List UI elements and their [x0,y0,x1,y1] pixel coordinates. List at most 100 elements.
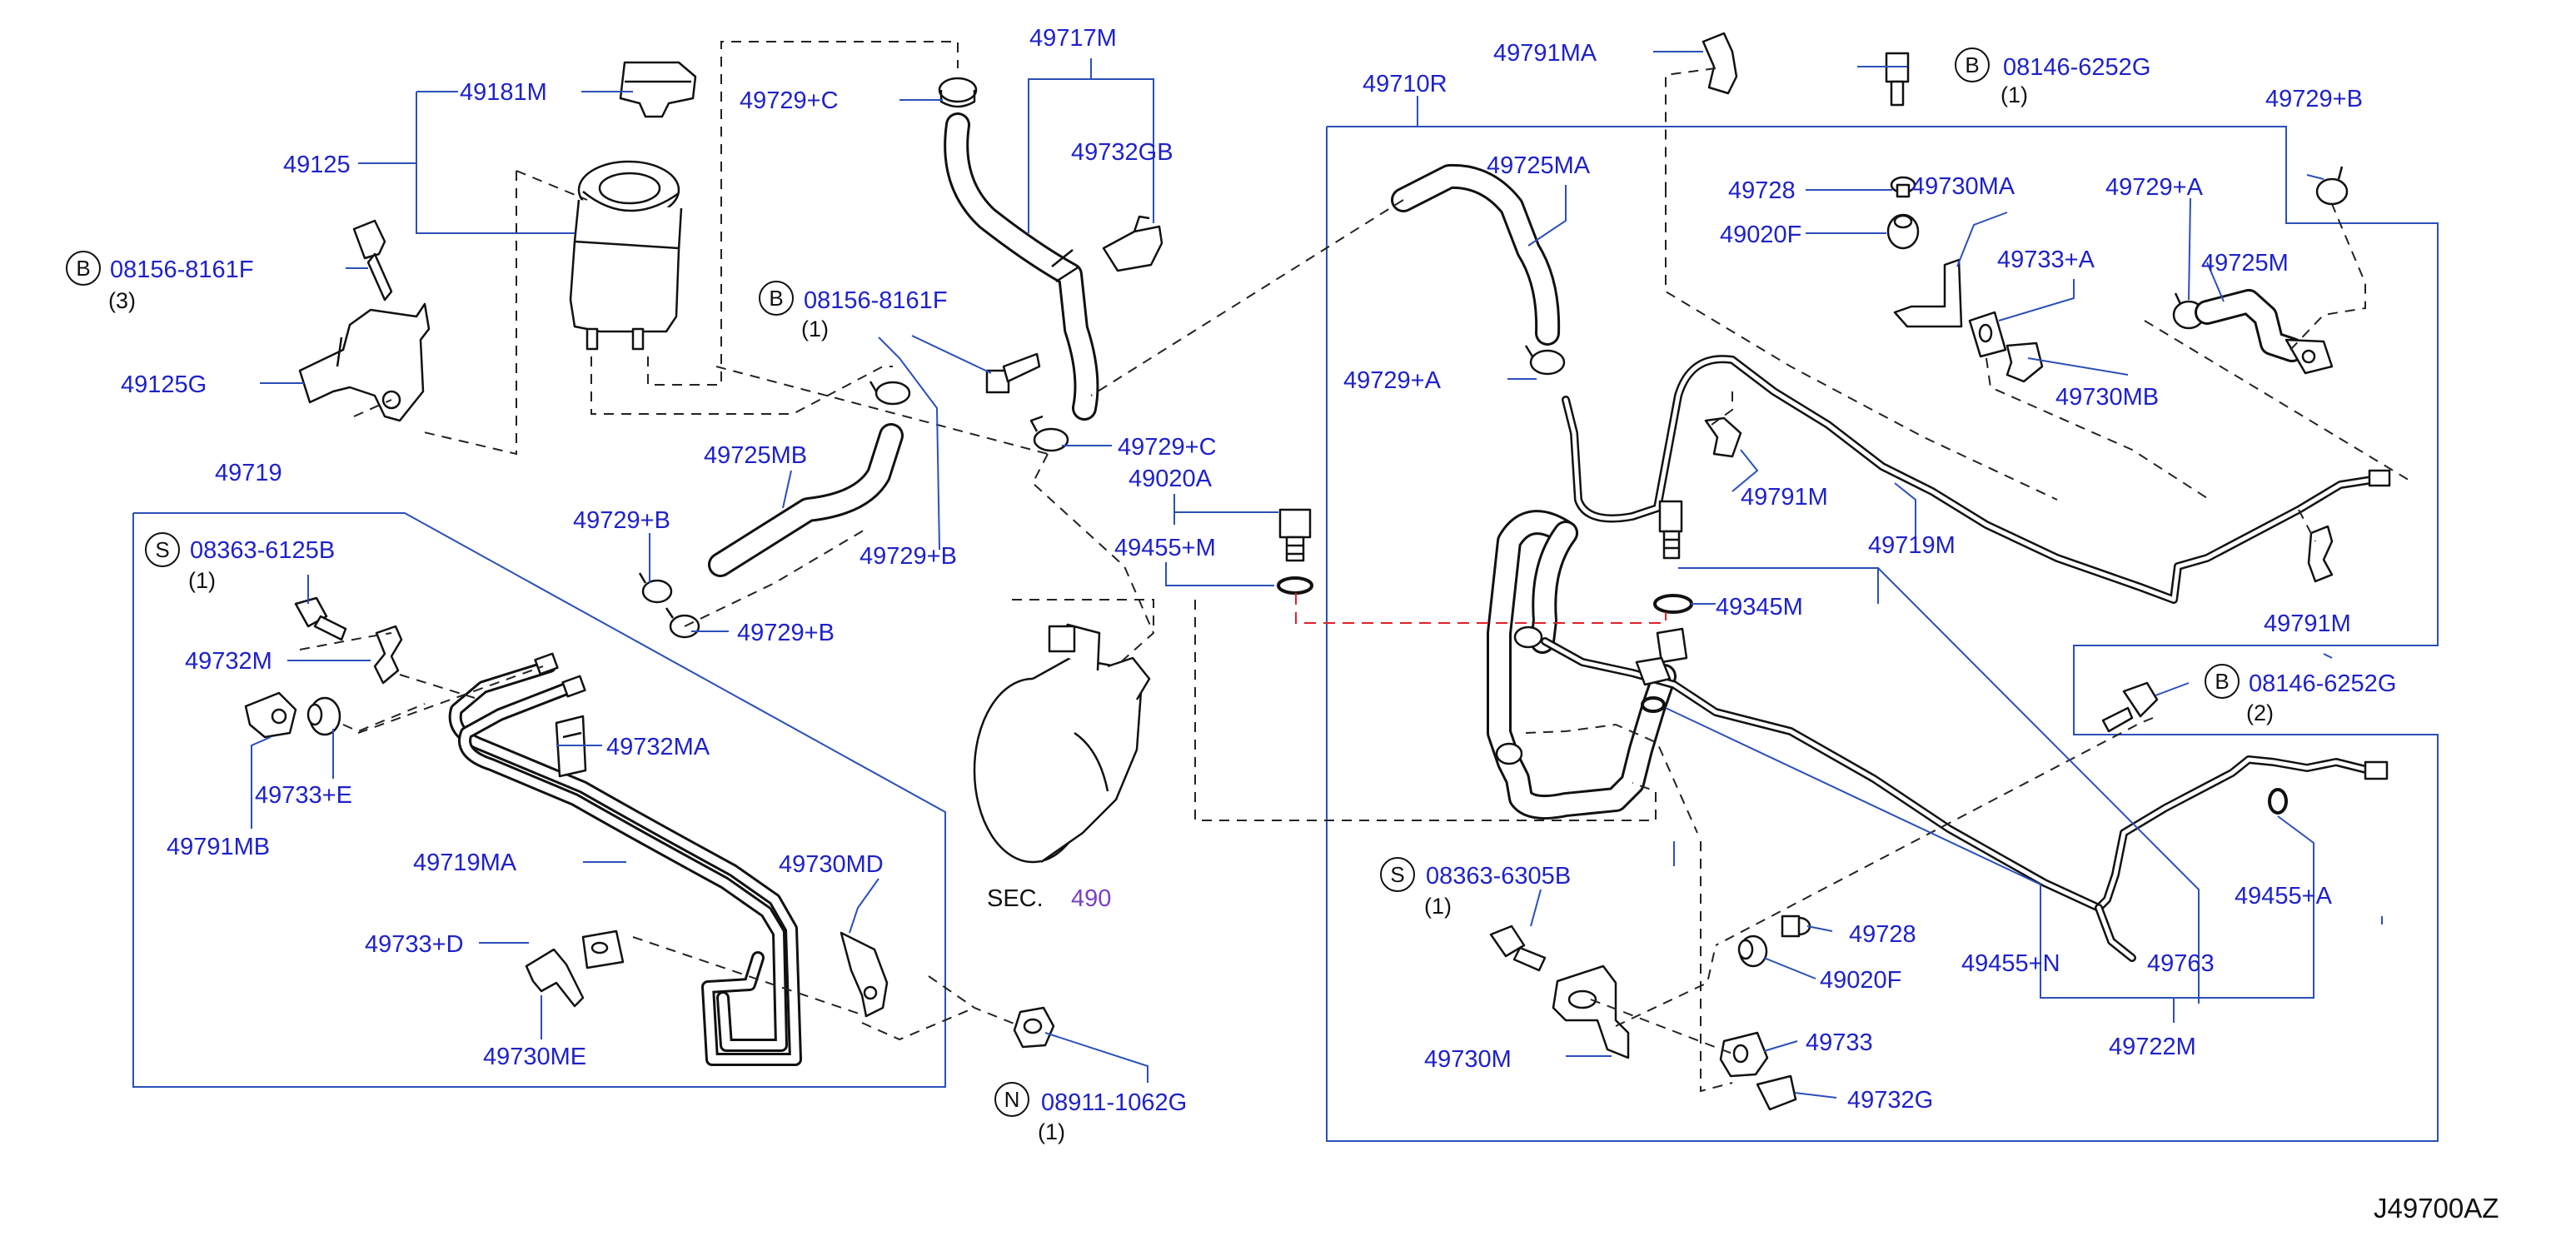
label-08363-6125B-qty: (1) [188,568,216,593]
fastener-mark-n-08911-1062G: N [994,1082,1029,1117]
label-49763[interactable]: 49763 [2147,950,2215,977]
label-49125G[interactable]: 49125G [121,371,207,398]
label-08911-1062G[interactable]: 08911-1062G [1041,1089,1187,1116]
label-49733D[interactable]: 49733+D [365,931,464,958]
label-49730MB[interactable]: 49730MB [2055,384,2159,411]
label-49717M[interactable]: 49717M [1029,25,1117,52]
leader-lines [251,51,2383,1099]
label-49729B-a[interactable]: 49729+B [573,507,670,534]
label-49730ME[interactable]: 49730ME [483,1044,586,1070]
label-49791M-b[interactable]: 49791M [2264,611,2351,637]
label-49722M[interactable]: 49722M [2109,1034,2196,1060]
label-49729A-a[interactable]: 49729+A [1343,367,1442,394]
clip-49791MA [1702,32,1738,95]
hose-49717M [944,112,1099,421]
grommet-49733E [306,696,341,736]
hose-49725MA [1391,163,1561,346]
label-49729A-b[interactable]: 49729+A [2105,174,2204,201]
label-49345M[interactable]: 49345M [1716,594,1803,620]
label-49730MD[interactable]: 49730MD [779,851,884,878]
section-number-link[interactable]: 490 [1071,885,1111,912]
fitting-49020A [1278,508,1312,562]
grommet-49733 [1719,1031,1769,1078]
label-49728-a[interactable]: 49728 [1728,177,1796,204]
clamp-49730M [1552,964,1630,1059]
label-49732M[interactable]: 49732M [185,648,272,675]
label-49732GB[interactable]: 49732GB [1071,139,1173,166]
label-49710R[interactable]: 49710R [1363,71,1447,97]
label-49730MA[interactable]: 49730MA [1911,173,2015,200]
screw-08363-6125B [294,596,347,641]
label-49729B-b[interactable]: 49729+B [859,543,957,570]
union-fitting [1635,627,1688,686]
label-08156-8161F-a[interactable]: 08156-8161F [110,257,254,283]
label-49719MA[interactable]: 49719MA [413,850,517,876]
collar-49728-upper [1890,176,1916,198]
bolt-08156-8161F-upper [352,219,393,302]
pipe-assembly-49719MA [448,660,802,1066]
label-49729B-d[interactable]: 49729+B [2265,86,2363,112]
svg-text:B: B [2215,669,2229,694]
group-box-49719 [132,512,946,1088]
label-49725MB[interactable]: 49725MB [704,442,807,469]
label-49791MA[interactable]: 49791MA [1493,40,1597,67]
label-08156-8161F-a-qty: (3) [108,288,136,313]
return-tube-upper [1562,355,2391,604]
reservoir-tank [569,160,683,351]
label-49020A[interactable]: 49020A [1129,466,1213,492]
reservoir-cap [619,61,697,118]
label-49020F-a[interactable]: 49020F [1720,222,1801,248]
clamp-49730MD [840,931,889,1018]
label-08146-6252G-a[interactable]: 08146-6252G [2003,54,2150,81]
nut-08911-1062G [1013,1006,1055,1049]
label-49732G[interactable]: 49732G [1847,1087,1933,1114]
label-49181M[interactable]: 49181M [460,79,547,106]
label-49732MA[interactable]: 49732MA [606,734,710,760]
label-49791M-a[interactable]: 49791M [1741,484,1828,511]
label-49725MA[interactable]: 49725MA [1487,152,1591,179]
label-08156-8161F-b[interactable]: 08156-8161F [804,287,948,314]
label-49125[interactable]: 49125 [283,152,351,178]
power-steering-pump [973,623,1151,864]
return-hose-loop [1487,510,1677,820]
label-08146-6252G-b[interactable]: 08146-6252G [2249,670,2396,697]
label-49729C-b[interactable]: 49729+C [1118,434,1217,461]
label-49719[interactable]: 49719 [215,460,282,486]
bolt-08146-6252G-upper [1885,52,1910,107]
svg-text:B: B [1965,52,1979,77]
clamp-49729B-a [638,572,673,604]
clamp-49730MB [2005,341,2044,383]
part-labels: 49181M 49125 08156-8161F (3) 49125G 4972… [108,25,2396,1144]
svg-text:B: B [769,286,783,311]
section-prefix: SEC. [987,885,1044,912]
label-49733A[interactable]: 49733+A [1997,247,2095,273]
label-49020F-b[interactable]: 49020F [1820,967,1901,994]
clamp-49729C-mid [1029,415,1069,452]
label-49728-b[interactable]: 49728 [1849,921,1916,948]
label-08363-6305B[interactable]: 08363-6305B [1426,863,1571,890]
label-08146-6252G-a-qty: (1) [2001,82,2028,107]
label-49719M[interactable]: 49719M [1868,532,1956,559]
label-08363-6125B[interactable]: 08363-6125B [190,537,335,564]
label-49455N[interactable]: 49455+N [1961,950,2060,977]
svg-text:B: B [76,256,90,281]
clamp-49729B-top [869,381,911,406]
label-49791MB[interactable]: 49791MB [167,834,270,860]
label-49729C-a[interactable]: 49729+C [740,87,839,114]
label-49730M[interactable]: 49730M [1424,1046,1512,1073]
clip-49732M [373,625,403,685]
fastener-mark-s-08363-6305B: S [1380,857,1415,892]
clip-49732GB [1102,215,1163,272]
clip-49791M-right [2307,525,2334,583]
label-49455A[interactable]: 49455+A [2235,883,2333,910]
label-49733E[interactable]: 49733+E [255,782,352,809]
clip-49791MB [244,691,297,739]
group-box-49710R [1326,126,2439,1142]
label-49725M[interactable]: 49725M [2201,250,2289,277]
screw-08363-6305B [1489,925,1547,972]
clamp-49729A-left [1524,345,1566,376]
label-49455M[interactable]: 49455+M [1114,535,1216,561]
label-49733[interactable]: 49733 [1806,1029,1873,1056]
grommet-49733A [1968,311,2007,358]
label-49729B-c[interactable]: 49729+B [737,620,835,646]
